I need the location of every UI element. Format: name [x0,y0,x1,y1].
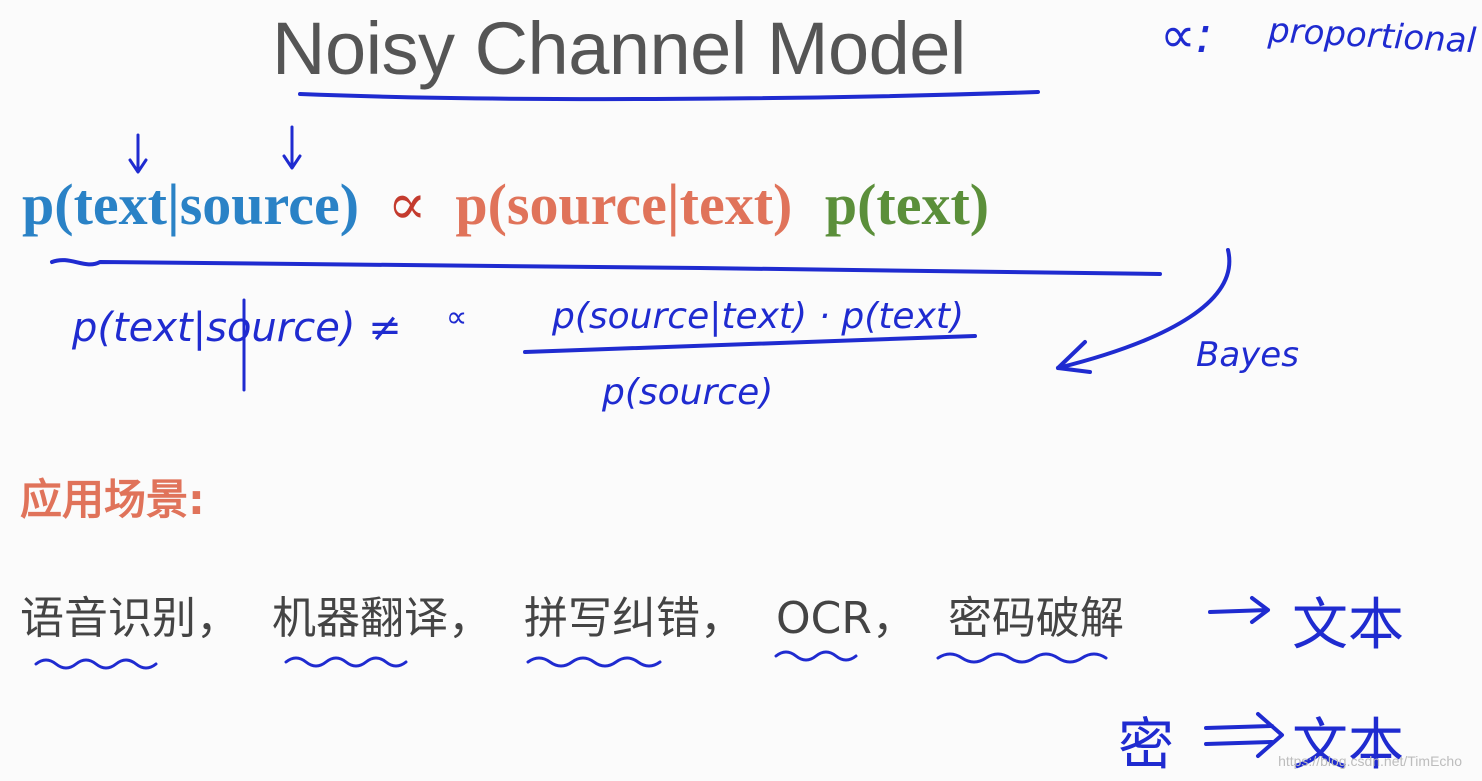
right-arrow-icon [1208,596,1270,624]
handwritten-proportional: proportional [1267,10,1478,62]
handwritten-bayes-denominator: p(source) [602,372,774,413]
handwritten-bayes-note: Bayes [1196,335,1299,375]
app-item: OCR， [776,593,916,644]
handwritten-bayes-numerator: p(source|text) · p(text) [552,296,965,337]
formula-underline [50,258,1162,276]
double-arrow-icon [1204,712,1284,758]
app-underline [34,658,158,670]
bayes-arrowhead [1056,340,1092,374]
app-item: 语音识别， [20,593,240,644]
handwritten-mi: 密 [1118,713,1174,778]
fraction-bar [523,334,977,354]
app-item: 机器翻译， [272,593,492,644]
handwritten-wen-2: 文本 [1292,713,1404,778]
applications-list: 语音识别， 机器翻译， 拼写纠错， OCR， 密码破解 [20,582,1142,646]
app-underline [936,652,1108,664]
formula-proportional: ∝ [387,172,427,237]
formula-likelihood: p(source|text) [455,172,793,237]
slide-title: Noisy Channel Model [272,7,966,90]
handwritten-bayes-lhs: p(text|source) ≠ [72,305,402,351]
handwritten-alpha: ∝: [1160,6,1213,64]
down-arrow-icon [282,125,302,170]
app-item: 密码破解 [947,593,1124,644]
handwritten-wen-1: 文本 [1292,593,1404,658]
scenarios-label: 应用场景: [20,475,205,524]
app-item: 拼写纠错， [524,593,744,644]
watermark: https://blog.csdn.net/TimEcho [1278,753,1462,769]
title-underline [298,90,1040,102]
down-arrow-icon [128,133,148,174]
app-underline [774,650,858,662]
formula-prior: p(text) [824,172,990,237]
formula-lhs: p(text|source) [22,172,360,237]
app-underline [526,656,662,668]
main-formula: p(text|source) ∝ p(source|text) p(text) [22,170,989,238]
handwritten-alpha-small: ∝ [446,300,468,335]
app-underline [284,656,408,668]
